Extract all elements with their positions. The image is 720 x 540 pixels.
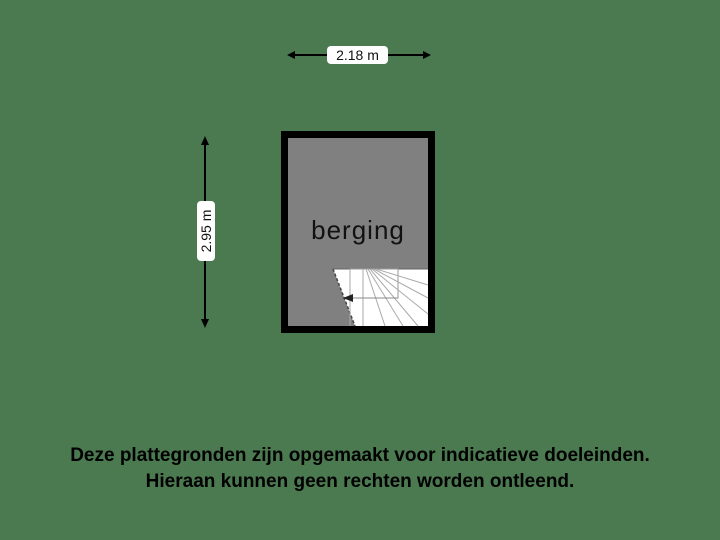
arrow-left-icon [343,294,353,302]
arrow-up-icon [201,136,209,145]
width-dimension-label: 2.18 m [327,46,388,64]
room-name-label: berging [311,215,405,245]
arrow-right-icon [423,51,431,59]
disclaimer-line-2: Hieraan kunnen geen rechten worden ontle… [145,471,575,492]
disclaimer-line-1: Deze plattegronden zijn opgemaakt voor i… [70,445,650,466]
staircase-icon [332,268,429,327]
depth-dimension-label: 2.95 m [197,201,215,261]
arrow-left-icon [287,51,295,59]
arrow-down-icon [201,319,209,328]
